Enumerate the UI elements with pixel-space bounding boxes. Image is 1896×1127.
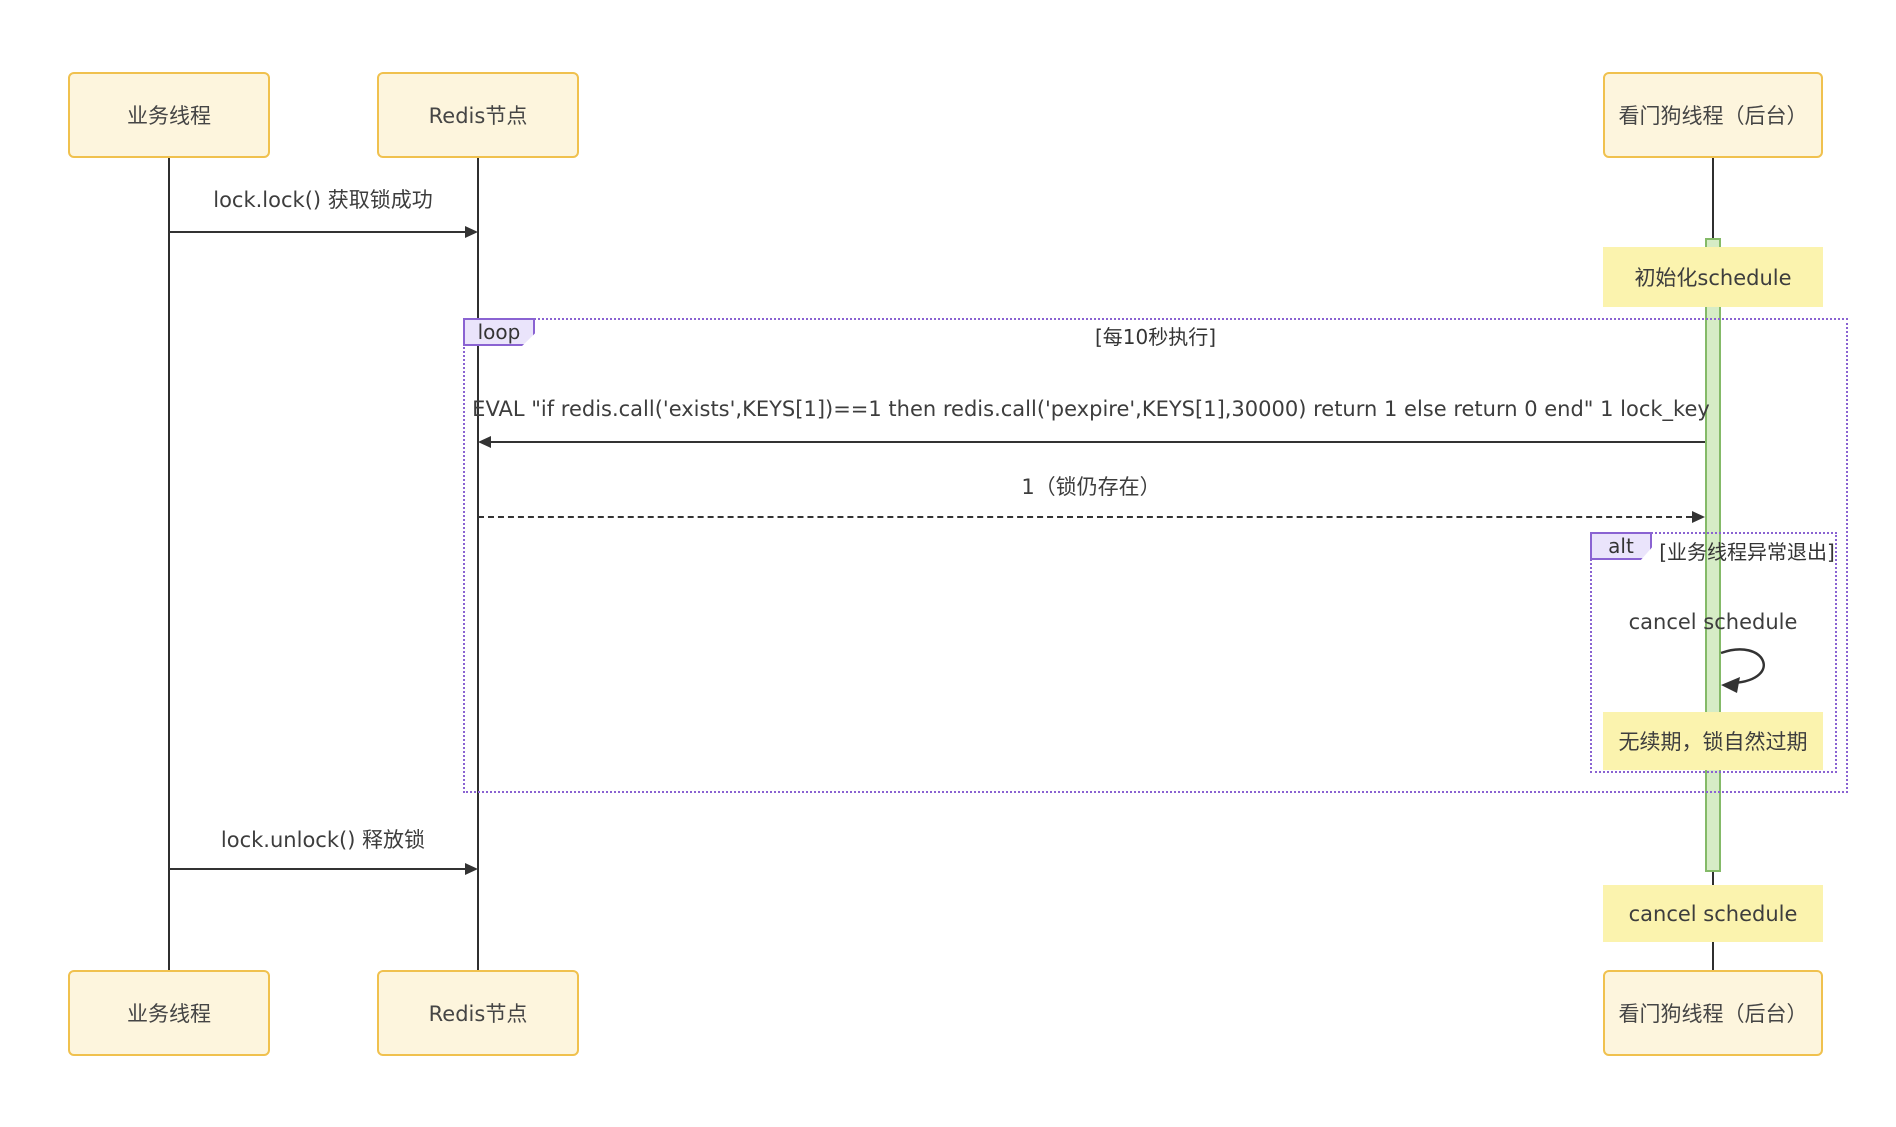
message-eval-arrowhead-icon xyxy=(478,436,491,448)
message-reply-arrowhead-icon xyxy=(1692,511,1705,523)
message-eval-arrow-line xyxy=(490,441,1705,443)
loop-fragment-label: loop xyxy=(463,318,535,346)
message-unlock-label: lock.unlock() 释放锁 xyxy=(220,828,426,852)
alt-fragment-label: alt xyxy=(1590,532,1652,560)
participant-label: Redis节点 xyxy=(428,104,528,128)
message-eval-label: EVAL "if redis.call('exists',KEYS[1])==1… xyxy=(472,397,1710,421)
note-cancel-schedule: cancel schedule xyxy=(1603,885,1823,942)
message-cancel-self-label: cancel schedule xyxy=(1628,610,1798,634)
loop-fragment-condition: [每10秒执行] xyxy=(1094,325,1217,349)
participant-redis-node-top: Redis节点 xyxy=(377,72,579,158)
participant-label: 看门狗线程（后台） xyxy=(1618,1002,1808,1026)
self-message-loop-arrow-icon xyxy=(1720,648,1765,693)
participant-business-thread-bottom: 业务线程 xyxy=(68,970,270,1056)
message-unlock-arrowhead-icon xyxy=(465,863,478,875)
alt-fragment-frame xyxy=(1590,532,1837,773)
participant-watchdog-thread-bottom: 看门狗线程（后台） xyxy=(1603,970,1823,1056)
message-lock-arrowhead-icon xyxy=(465,226,478,238)
participant-watchdog-thread-top: 看门狗线程（后台） xyxy=(1603,72,1823,158)
participant-label: 看门狗线程（后台） xyxy=(1618,104,1808,128)
loop-fragment-frame xyxy=(463,318,1848,793)
participant-label: 业务线程 xyxy=(127,104,211,128)
alt-fragment-condition: [业务线程异常退出] xyxy=(1659,540,1835,564)
message-reply-label: 1（锁仍存在） xyxy=(1021,475,1161,499)
message-lock-arrow-line xyxy=(169,231,466,233)
participant-label: 业务线程 xyxy=(127,1002,211,1026)
lifeline-redis-node xyxy=(477,158,479,970)
message-reply-arrow-line xyxy=(478,516,1692,518)
message-lock-label: lock.lock() 获取锁成功 xyxy=(213,188,433,212)
participant-label: Redis节点 xyxy=(428,1002,528,1026)
lifeline-business-thread xyxy=(168,158,170,970)
participant-business-thread-top: 业务线程 xyxy=(68,72,270,158)
message-unlock-arrow-line xyxy=(169,868,466,870)
note-no-renewal: 无续期，锁自然过期 xyxy=(1603,712,1823,770)
note-init-schedule: 初始化schedule xyxy=(1603,247,1823,307)
participant-redis-node-bottom: Redis节点 xyxy=(377,970,579,1056)
